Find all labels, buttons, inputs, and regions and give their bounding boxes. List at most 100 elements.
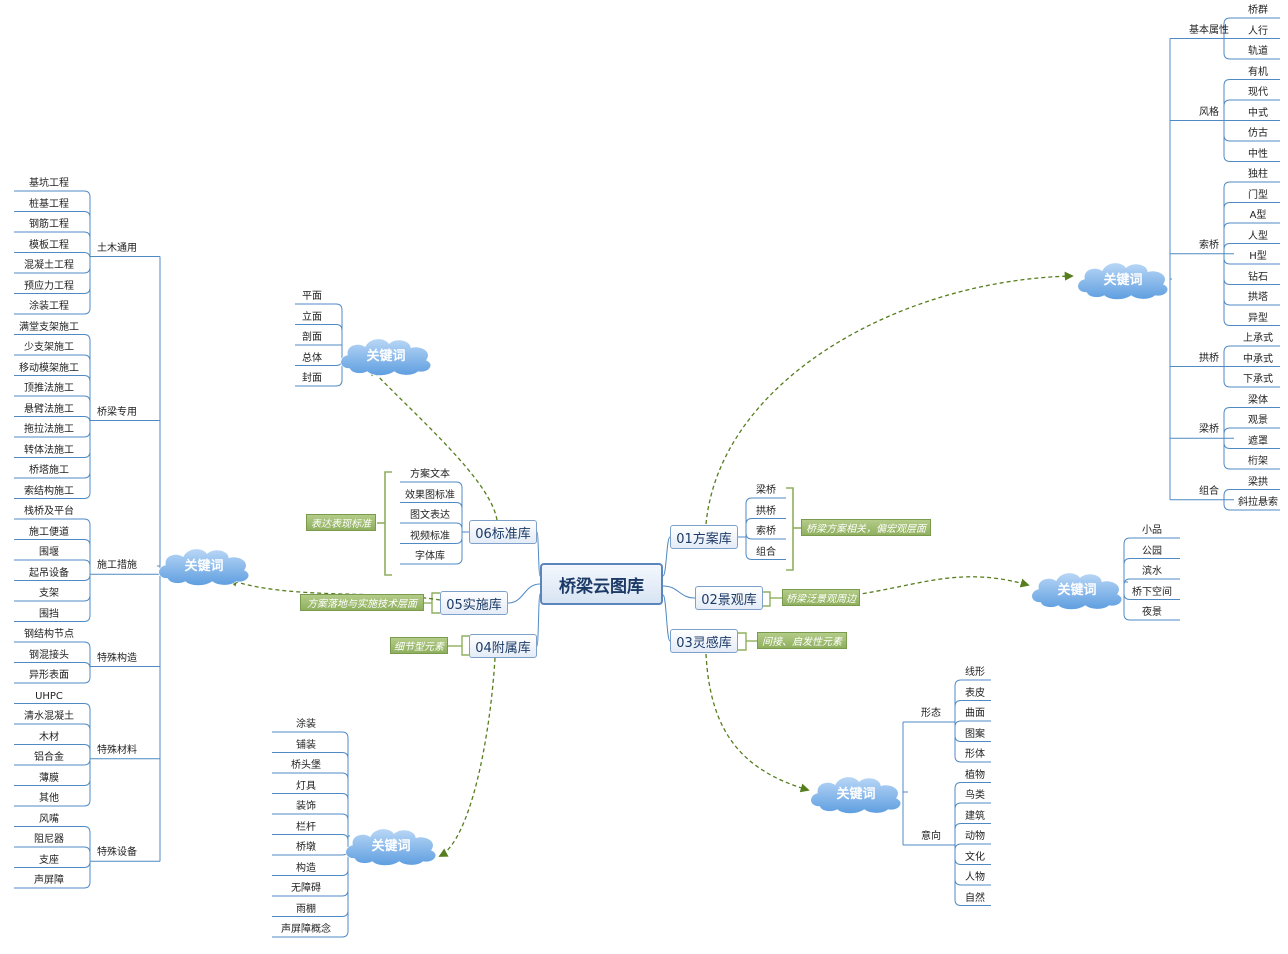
k05-item[interactable]: 其他 [39,793,59,804]
k04-item[interactable]: 桥墩 [296,842,316,853]
k01-item[interactable]: 轨道 [1248,46,1268,57]
k05-item[interactable]: 桩基工程 [29,198,69,210]
k01-item[interactable]: 人型 [1248,230,1268,242]
k05-item[interactable]: 钢结构节点 [24,629,74,640]
k05-item[interactable]: 声屏障 [34,875,64,886]
k05-item[interactable]: 栈桥及平台 [24,506,74,517]
branch-05-implementation[interactable]: 05实施库 [440,591,508,615]
k01-item[interactable]: 有机 [1248,66,1268,78]
k02-item[interactable]: 滨水 [1142,566,1162,577]
k05-item[interactable]: 薄膜 [39,772,59,784]
k01-item[interactable]: A型 [1249,210,1267,221]
k05-group[interactable]: 特殊材料 [97,744,137,756]
k01-item[interactable]: 人行 [1248,25,1268,37]
k01-item[interactable]: 中承式 [1243,353,1273,365]
standard-child[interactable]: 视频标准 [410,530,450,542]
k05-item[interactable]: 混凝土工程 [24,260,74,271]
k05-item[interactable]: 索结构施工 [24,485,74,497]
k06-item[interactable]: 封面 [302,373,322,384]
k05-item[interactable]: 木材 [39,731,59,743]
k02-item[interactable]: 公园 [1142,545,1162,557]
k05-item[interactable]: 桥塔施工 [29,465,69,476]
k01-item[interactable]: H型 [1249,251,1267,262]
k01-item[interactable]: 梁拱 [1248,476,1268,488]
k04-item[interactable]: 涂装 [296,719,316,730]
k01-group[interactable]: 风格 [1199,106,1219,118]
k06-item[interactable]: 立面 [302,311,322,323]
k05-group[interactable]: 特殊构造 [97,652,137,664]
k05-group[interactable]: 土木通用 [97,242,137,254]
k01-item[interactable]: 异型 [1248,312,1268,324]
k01-item[interactable]: 观景 [1248,415,1268,426]
k01-item[interactable]: 桥群 [1248,5,1268,16]
k05-item[interactable]: 模板工程 [29,239,69,251]
k03-item[interactable]: 动物 [965,831,985,842]
standard-child[interactable]: 图文表达 [410,510,450,521]
k04-item[interactable]: 桥头堡 [291,760,321,771]
k04-item[interactable]: 装饰 [296,801,316,812]
k04-item[interactable]: 构造 [296,862,316,874]
scheme-child[interactable]: 组合 [756,546,776,558]
k05-item[interactable]: 阻尼器 [34,834,64,845]
k01-item[interactable]: 中式 [1248,107,1268,119]
k05-group[interactable]: 施工措施 [97,560,137,572]
k01-item[interactable]: 门型 [1248,189,1268,201]
k01-item[interactable]: 梁体 [1248,394,1268,406]
root-topic[interactable]: 桥梁云图库 [540,563,663,605]
k01-item[interactable]: 桁架 [1248,456,1268,467]
k05-item[interactable]: 移动模架施工 [19,362,79,374]
k01-item[interactable]: 斜拉悬索 [1238,497,1278,508]
k04-item[interactable]: 声屏障概念 [281,924,331,935]
k01-item[interactable]: 现代 [1248,87,1268,98]
k05-item[interactable]: 悬臂法施工 [24,403,74,415]
branch-02-landscape[interactable]: 02景观库 [695,586,763,610]
k05-item[interactable]: 钢混接头 [29,649,69,661]
k04-item[interactable]: 雨棚 [296,903,316,915]
k03-item[interactable]: 自然 [965,892,985,904]
k03-item[interactable]: 曲面 [965,708,985,719]
k05-group[interactable]: 桥梁专用 [97,406,137,418]
k01-item[interactable]: 中性 [1248,148,1268,160]
k04-item[interactable]: 铺装 [296,739,316,751]
k03-item[interactable]: 建筑 [965,810,985,822]
standard-child[interactable]: 效果图标准 [405,489,455,501]
k06-item[interactable]: 总体 [302,352,322,364]
k05-item[interactable]: 满堂支架施工 [19,321,79,333]
k06-item[interactable]: 平面 [302,291,322,302]
k05-item[interactable]: 拖拉法施工 [24,424,74,435]
k05-item[interactable]: 清水混凝土 [24,711,74,722]
k05-item[interactable]: 围堰 [39,547,59,558]
branch-01-scheme[interactable]: 01方案库 [670,525,738,549]
scheme-child[interactable]: 索桥 [756,526,776,537]
k03-item[interactable]: 文化 [965,851,985,863]
k03-item[interactable]: 鸟类 [965,790,985,801]
k01-item[interactable]: 独柱 [1248,169,1268,180]
k06-item[interactable]: 剖面 [302,332,322,343]
k05-item[interactable]: 转体法施工 [24,444,74,456]
k04-item[interactable]: 灯具 [296,780,316,792]
branch-06-standard[interactable]: 06标准库 [469,520,537,544]
k01-group[interactable]: 基本属性 [1189,24,1229,36]
k04-item[interactable]: 栏杆 [296,821,316,833]
scheme-child[interactable]: 梁桥 [756,485,776,496]
k05-item[interactable]: 涂装工程 [29,301,69,312]
k01-item[interactable]: 遮罩 [1248,435,1268,447]
k05-item[interactable]: 预应力工程 [24,280,74,292]
k01-group[interactable]: 梁桥 [1199,424,1219,436]
k04-item[interactable]: 无障碍 [291,883,321,894]
standard-child[interactable]: 方案文本 [410,469,450,480]
k05-item[interactable]: 少支架施工 [24,342,74,353]
branch-03-inspiration[interactable]: 03灵感库 [670,629,738,653]
k03-item[interactable]: 表皮 [965,687,985,699]
k02-item[interactable]: 小品 [1142,525,1162,536]
k05-item[interactable]: 钢筋工程 [29,219,69,230]
k05-item[interactable]: 异形表面 [29,670,69,681]
k05-item[interactable]: 基坑工程 [29,178,69,189]
k01-item[interactable]: 下承式 [1243,374,1273,385]
branch-04-accessory[interactable]: 04附属库 [469,634,537,658]
k03-item[interactable]: 图案 [965,728,985,740]
k01-group[interactable]: 拱桥 [1199,352,1219,364]
k03-group[interactable]: 意向 [921,831,941,842]
k01-item[interactable]: 上承式 [1243,333,1273,344]
k05-item[interactable]: 风嘴 [39,813,59,825]
